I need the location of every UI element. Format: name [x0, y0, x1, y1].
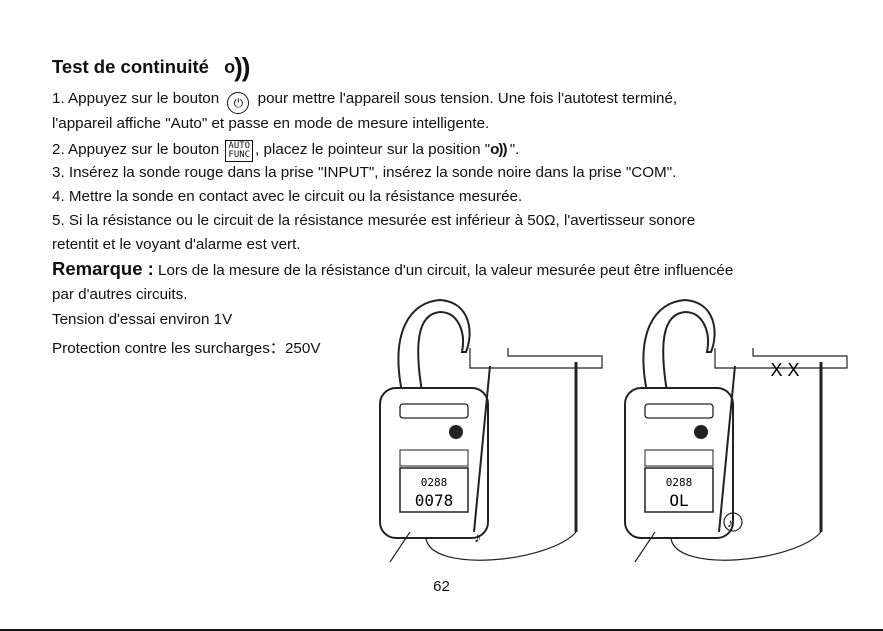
remark-cont: par d'autres circuits. [52, 286, 188, 303]
meter1-display-top: 0288 [421, 476, 448, 489]
step-5-cont: retentit et le voyant d'alarme est vert. [52, 236, 301, 253]
page-title: Test de continuité o)) [52, 52, 250, 83]
overload-protection: Protection contre les surcharges：250V [52, 340, 321, 357]
bottom-divider [0, 629, 883, 631]
meter2-display-main: OL [669, 491, 688, 510]
clamp-meter-illustration-1: 0288 0078 ♪ [379, 298, 603, 563]
continuity-symbol-icon: o)) [490, 141, 510, 158]
note-icon: ♪ [727, 516, 733, 530]
step-4-line: 4. Mettre la sonde en contact avec le ci… [52, 188, 523, 205]
step-1-cont: l'appareil affiche "Auto" et passe en mo… [52, 115, 490, 132]
page-number: 62 [433, 578, 450, 595]
remark-label: Remarque : [52, 258, 154, 279]
continuity-sound-icon: o)) [224, 52, 250, 82]
meter2-display-top: 0288 [666, 476, 693, 489]
step-1-line: 1. Appuyez sur le bouton ⏻ pour mettre l… [52, 90, 677, 114]
note-icon: ♪ [474, 529, 481, 545]
power-button-icon: ⏻ [227, 92, 250, 114]
title-text: Test de continuité [52, 56, 209, 77]
remark-line: Remarque : Lors de la mesure de la résis… [52, 258, 734, 279]
test-voltage: Tension d'essai environ 1V [52, 311, 233, 328]
circuit-break-mark: X X [770, 360, 799, 380]
step-5-line: 5. Si la résistance ou le circuit de la … [52, 212, 696, 229]
clamp-meter-illustration-2: 0288 OL X X ♪ [624, 298, 848, 563]
meter1-display-main: 0078 [415, 491, 454, 510]
step-3-line: 3. Insérez la sonde rouge dans la prise … [52, 164, 677, 181]
